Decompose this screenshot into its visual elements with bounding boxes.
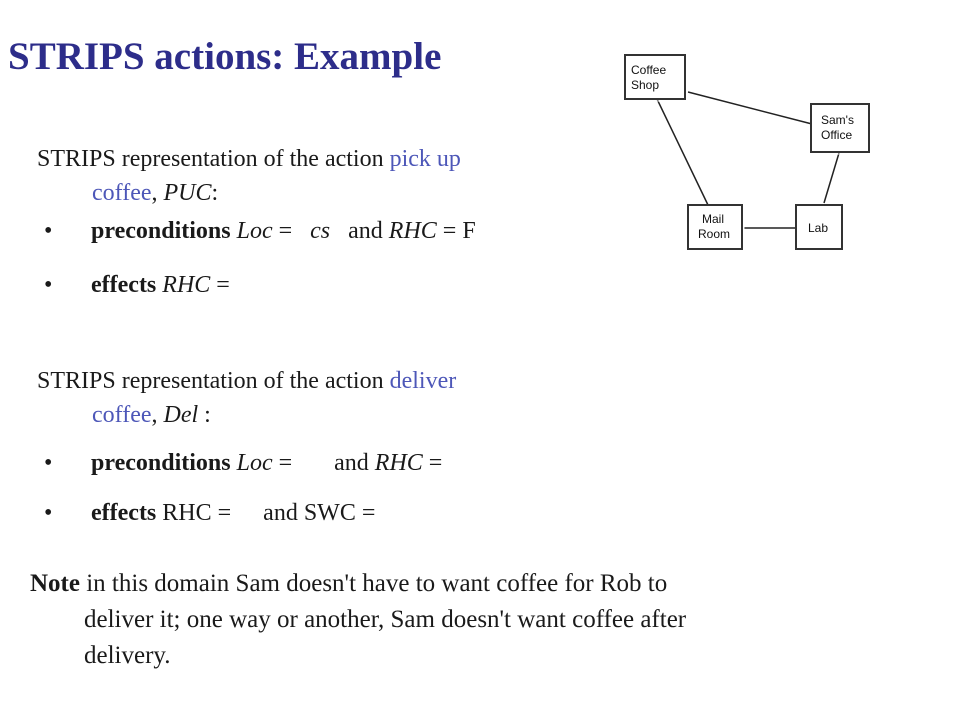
del-pre-var1: Loc xyxy=(236,450,273,476)
del-effects: effects RHC = and SWC = xyxy=(91,496,375,530)
slide-title: STRIPS actions: Example xyxy=(8,35,442,78)
puc-end: : xyxy=(211,180,219,206)
del-eff-text1: RHC = xyxy=(162,500,232,526)
del-eff-text2: SWC = xyxy=(303,500,376,526)
node-label: Coffee xyxy=(631,63,666,77)
puc-pre-var2: RHC xyxy=(388,218,437,244)
node-label: Sam's xyxy=(821,113,854,127)
note-paragraph: Note in this domain Sam doesn't have to … xyxy=(30,566,686,674)
bullet-mark: • xyxy=(44,500,53,526)
bullet-mark: • xyxy=(44,218,53,244)
bullet-mark: • xyxy=(44,450,53,476)
edge-coffee-shop-sams-office xyxy=(687,91,813,125)
edge-coffee-shop-mail-room xyxy=(656,98,709,206)
del-end: : xyxy=(198,402,211,428)
puc-abbr: PUC xyxy=(163,180,212,206)
puc-sep: , xyxy=(151,180,158,206)
location-map: Coffee Shop Sam's Office Mail Room Lab xyxy=(624,54,872,252)
note-line-2: deliver it; one way or another, Sam does… xyxy=(84,606,687,633)
puc-pre-val2: F xyxy=(462,218,476,244)
puc-action-name-cont: coffee xyxy=(92,180,152,206)
node-label: Office xyxy=(821,128,852,142)
del-pre-label: preconditions xyxy=(91,450,231,476)
node-label: Shop xyxy=(631,78,659,92)
puc-intro-cont: coffee, PUC: xyxy=(92,176,218,210)
puc-pre-eq1: = xyxy=(272,218,293,244)
puc-effects: effects RHC = xyxy=(91,268,230,302)
del-pre-and: and xyxy=(334,450,369,476)
node-label: Room xyxy=(698,227,730,241)
puc-eff-label: effects xyxy=(91,272,157,298)
note-text-1: in this domain Sam doesn't have to want … xyxy=(79,570,668,597)
puc-pre-val1: cs xyxy=(310,218,331,244)
del-action-name-cont: coffee xyxy=(92,402,152,428)
puc-eff-var: RHC xyxy=(162,272,211,298)
del-preconditions: preconditions Loc = and RHC = xyxy=(91,446,442,480)
del-intro-text: STRIPS representation of the action xyxy=(37,368,384,394)
node-label: Lab xyxy=(808,221,828,235)
node-coffee-shop: Coffee Shop xyxy=(624,54,688,102)
del-pre-eq2: = xyxy=(422,450,443,476)
del-pre-eq1: = xyxy=(272,450,293,476)
del-abbr: Del xyxy=(163,402,199,428)
note-line-1: Note in this domain Sam doesn't have to … xyxy=(30,566,686,602)
puc-intro-text: STRIPS representation of the action xyxy=(37,146,384,172)
puc-intro: STRIPS representation of the action pick… xyxy=(37,142,461,176)
bullet-mark: • xyxy=(44,272,53,298)
node-sams-office: Sam's Office xyxy=(810,103,872,155)
puc-pre-eq2: = xyxy=(436,218,463,244)
note-bold: Note xyxy=(30,570,80,597)
del-eff-and: and xyxy=(263,500,298,526)
edge-sams-office-lab xyxy=(823,152,840,204)
del-sep: , xyxy=(151,402,158,428)
del-action-name: deliver xyxy=(389,368,457,394)
node-lab: Lab xyxy=(795,204,845,252)
del-pre-var2: RHC xyxy=(374,450,423,476)
puc-pre-var1: Loc xyxy=(236,218,273,244)
del-intro: STRIPS representation of the action deli… xyxy=(37,364,456,398)
puc-action-name: pick up xyxy=(389,146,461,172)
puc-preconditions: preconditions Loc = cs and RHC = F xyxy=(91,214,476,248)
node-mail-room: Mail Room xyxy=(687,204,745,252)
puc-pre-and: and xyxy=(348,218,383,244)
del-intro-cont: coffee, Del : xyxy=(92,398,211,432)
del-eff-label: effects xyxy=(91,500,157,526)
note-line-3: delivery. xyxy=(84,642,171,669)
puc-pre-label: preconditions xyxy=(91,218,231,244)
puc-eff-eq: = xyxy=(210,272,230,298)
node-label: Mail xyxy=(702,212,724,226)
